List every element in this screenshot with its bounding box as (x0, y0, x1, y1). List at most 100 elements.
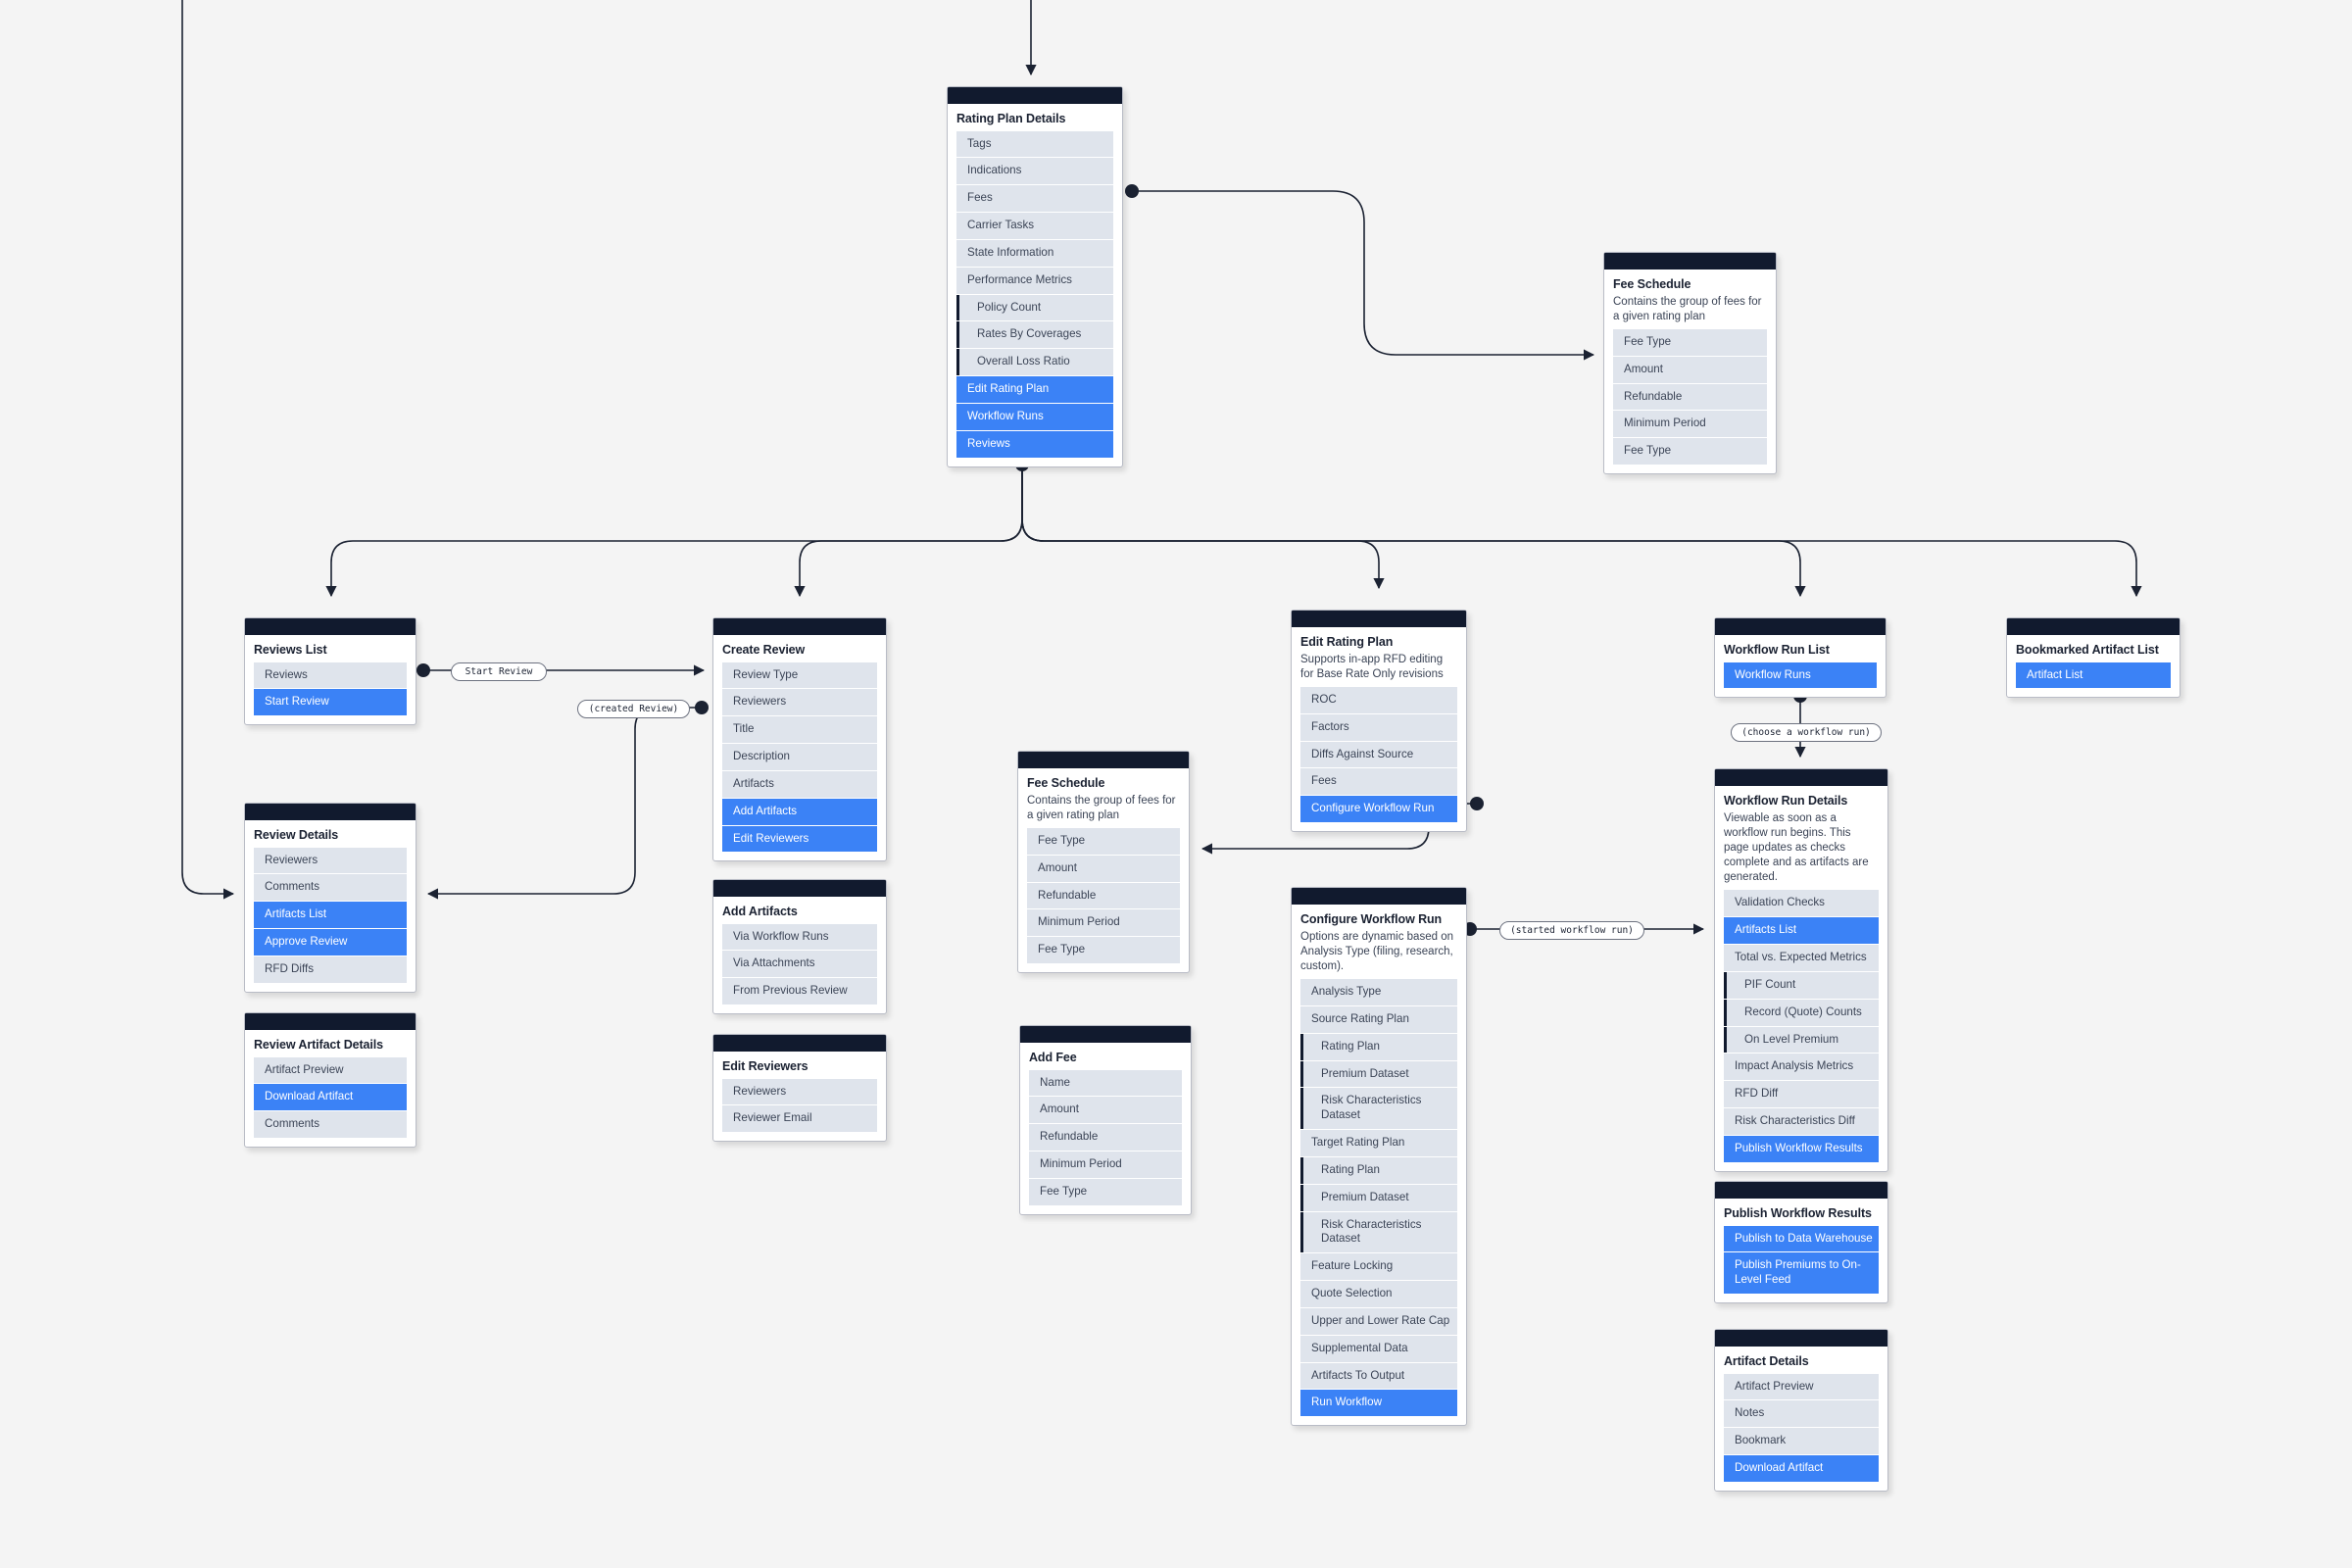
row-item[interactable]: Publish to Data Warehouse (1724, 1225, 1879, 1253)
row-item[interactable]: Fee Type (1029, 1178, 1182, 1205)
row-item[interactable]: Approve Review (254, 929, 407, 956)
row-item[interactable]: Fee Type (1027, 937, 1180, 964)
row-item[interactable]: Target Rating Plan (1300, 1130, 1457, 1157)
row-item[interactable]: State Information (956, 239, 1113, 268)
row-item[interactable]: Total vs. Expected Metrics (1724, 945, 1879, 972)
row-item[interactable]: Fee Type (1027, 827, 1180, 856)
row-item[interactable]: Diffs Against Source (1300, 741, 1457, 769)
row-item[interactable]: Artifact Preview (254, 1056, 407, 1085)
row-item[interactable]: Artifact List (2016, 662, 2171, 689)
row-item[interactable]: Comments (254, 874, 407, 903)
row-item[interactable]: Feature Locking (1300, 1253, 1457, 1282)
row-item[interactable]: Run Workflow (1300, 1390, 1457, 1417)
row-item[interactable]: Reviewers (722, 689, 877, 717)
row-item[interactable]: Amount (1027, 855, 1180, 883)
row-item[interactable]: Download Artifact (1724, 1455, 1879, 1482)
row-item[interactable]: Configure Workflow Run (1300, 796, 1457, 823)
row-item[interactable]: Via Attachments (722, 951, 877, 979)
row-item[interactable]: Validation Checks (1724, 890, 1879, 918)
row-item[interactable]: Review Type (722, 662, 877, 690)
row-item[interactable]: RFD Diffs (254, 956, 407, 983)
row-item[interactable]: Via Workflow Runs (722, 923, 877, 952)
row-item[interactable]: Supplemental Data (1300, 1335, 1457, 1363)
row-item[interactable]: Source Rating Plan (1300, 1005, 1457, 1034)
row-item[interactable]: PIF Count (1724, 971, 1879, 1000)
row-item[interactable]: Fees (956, 185, 1113, 214)
row-item[interactable]: Impact Analysis Metrics (1724, 1054, 1879, 1082)
row-item[interactable]: Workflow Runs (1724, 662, 1877, 689)
row-item[interactable]: Refundable (1613, 383, 1767, 412)
row-item[interactable]: Reviews (956, 430, 1113, 458)
row-item[interactable]: Analysis Type (1300, 979, 1457, 1006)
row-item[interactable]: Indications (956, 158, 1113, 186)
row-item[interactable]: Download Artifact (254, 1084, 407, 1112)
row-item[interactable]: Publish Workflow Results (1724, 1135, 1879, 1162)
row-item[interactable]: Publish Premiums to On-Level Feed (1724, 1252, 1879, 1295)
row-item[interactable]: Edit Rating Plan (956, 376, 1113, 404)
row-item[interactable]: Minimum Period (1029, 1152, 1182, 1179)
row-item[interactable]: Refundable (1029, 1124, 1182, 1152)
row-item[interactable]: Title (722, 716, 877, 745)
row-item[interactable]: Fees (1300, 768, 1457, 797)
row-item[interactable]: Rating Plan (1300, 1156, 1457, 1185)
row-item[interactable]: Premium Dataset (1300, 1184, 1457, 1212)
row-item[interactable]: Amount (1029, 1097, 1182, 1125)
row-item[interactable]: Artifacts To Output (1300, 1362, 1457, 1391)
row-item[interactable]: Edit Reviewers (722, 825, 877, 853)
row-item[interactable]: Minimum Period (1027, 909, 1180, 938)
row-item[interactable]: Upper and Lower Rate Cap (1300, 1307, 1457, 1336)
row-item[interactable]: Reviewers (722, 1078, 877, 1106)
row-item[interactable]: Risk Characteristics Dataset (1300, 1088, 1457, 1131)
row-item[interactable]: Rating Plan (1300, 1033, 1457, 1061)
row-item[interactable]: Start Review (254, 689, 407, 716)
row-item[interactable]: Artifacts List (1724, 917, 1879, 946)
row-item[interactable]: Performance Metrics (956, 267, 1113, 295)
row-item[interactable]: Refundable (1027, 882, 1180, 910)
row-item[interactable]: Quote Selection (1300, 1281, 1457, 1308)
row-item[interactable]: Artifact Preview (1724, 1373, 1879, 1401)
row-item[interactable]: Description (722, 744, 877, 771)
row-item[interactable]: Carrier Tasks (956, 213, 1113, 240)
row-item[interactable]: Premium Dataset (1300, 1060, 1457, 1089)
row-item[interactable]: Minimum Period (1613, 411, 1767, 439)
row-item[interactable]: Artifacts List (254, 902, 407, 930)
row-item[interactable]: Fee Type (1613, 328, 1767, 357)
row-item[interactable]: Tags (956, 130, 1113, 159)
row-item[interactable]: Amount (1613, 356, 1767, 384)
row-item[interactable]: Record (Quote) Counts (1724, 999, 1879, 1027)
row-item[interactable]: Policy Count (956, 294, 1113, 322)
row-item[interactable]: On Level Premium (1724, 1026, 1879, 1054)
row-item[interactable]: Name (1029, 1069, 1182, 1098)
row-item[interactable]: Reviewers (254, 847, 407, 875)
row-item[interactable]: Artifacts (722, 770, 877, 799)
row-item[interactable]: Notes (1724, 1400, 1879, 1429)
row-item[interactable]: From Previous Review (722, 978, 877, 1005)
row-item[interactable]: Fee Type (1613, 438, 1767, 466)
row-item[interactable]: ROC (1300, 686, 1457, 714)
row-item[interactable]: Add Artifacts (722, 798, 877, 826)
row-item[interactable]: Reviews (254, 662, 407, 690)
row-item[interactable]: Workflow Runs (956, 403, 1113, 431)
row-item[interactable]: Factors (1300, 713, 1457, 742)
row-item[interactable]: Comments (254, 1111, 407, 1139)
row-item[interactable]: Risk Characteristics Diff (1724, 1108, 1879, 1136)
row-item[interactable]: RFD Diff (1724, 1081, 1879, 1109)
row-item[interactable]: Rates By Coverages (956, 321, 1113, 350)
row-item[interactable]: Overall Loss Ratio (956, 349, 1113, 377)
